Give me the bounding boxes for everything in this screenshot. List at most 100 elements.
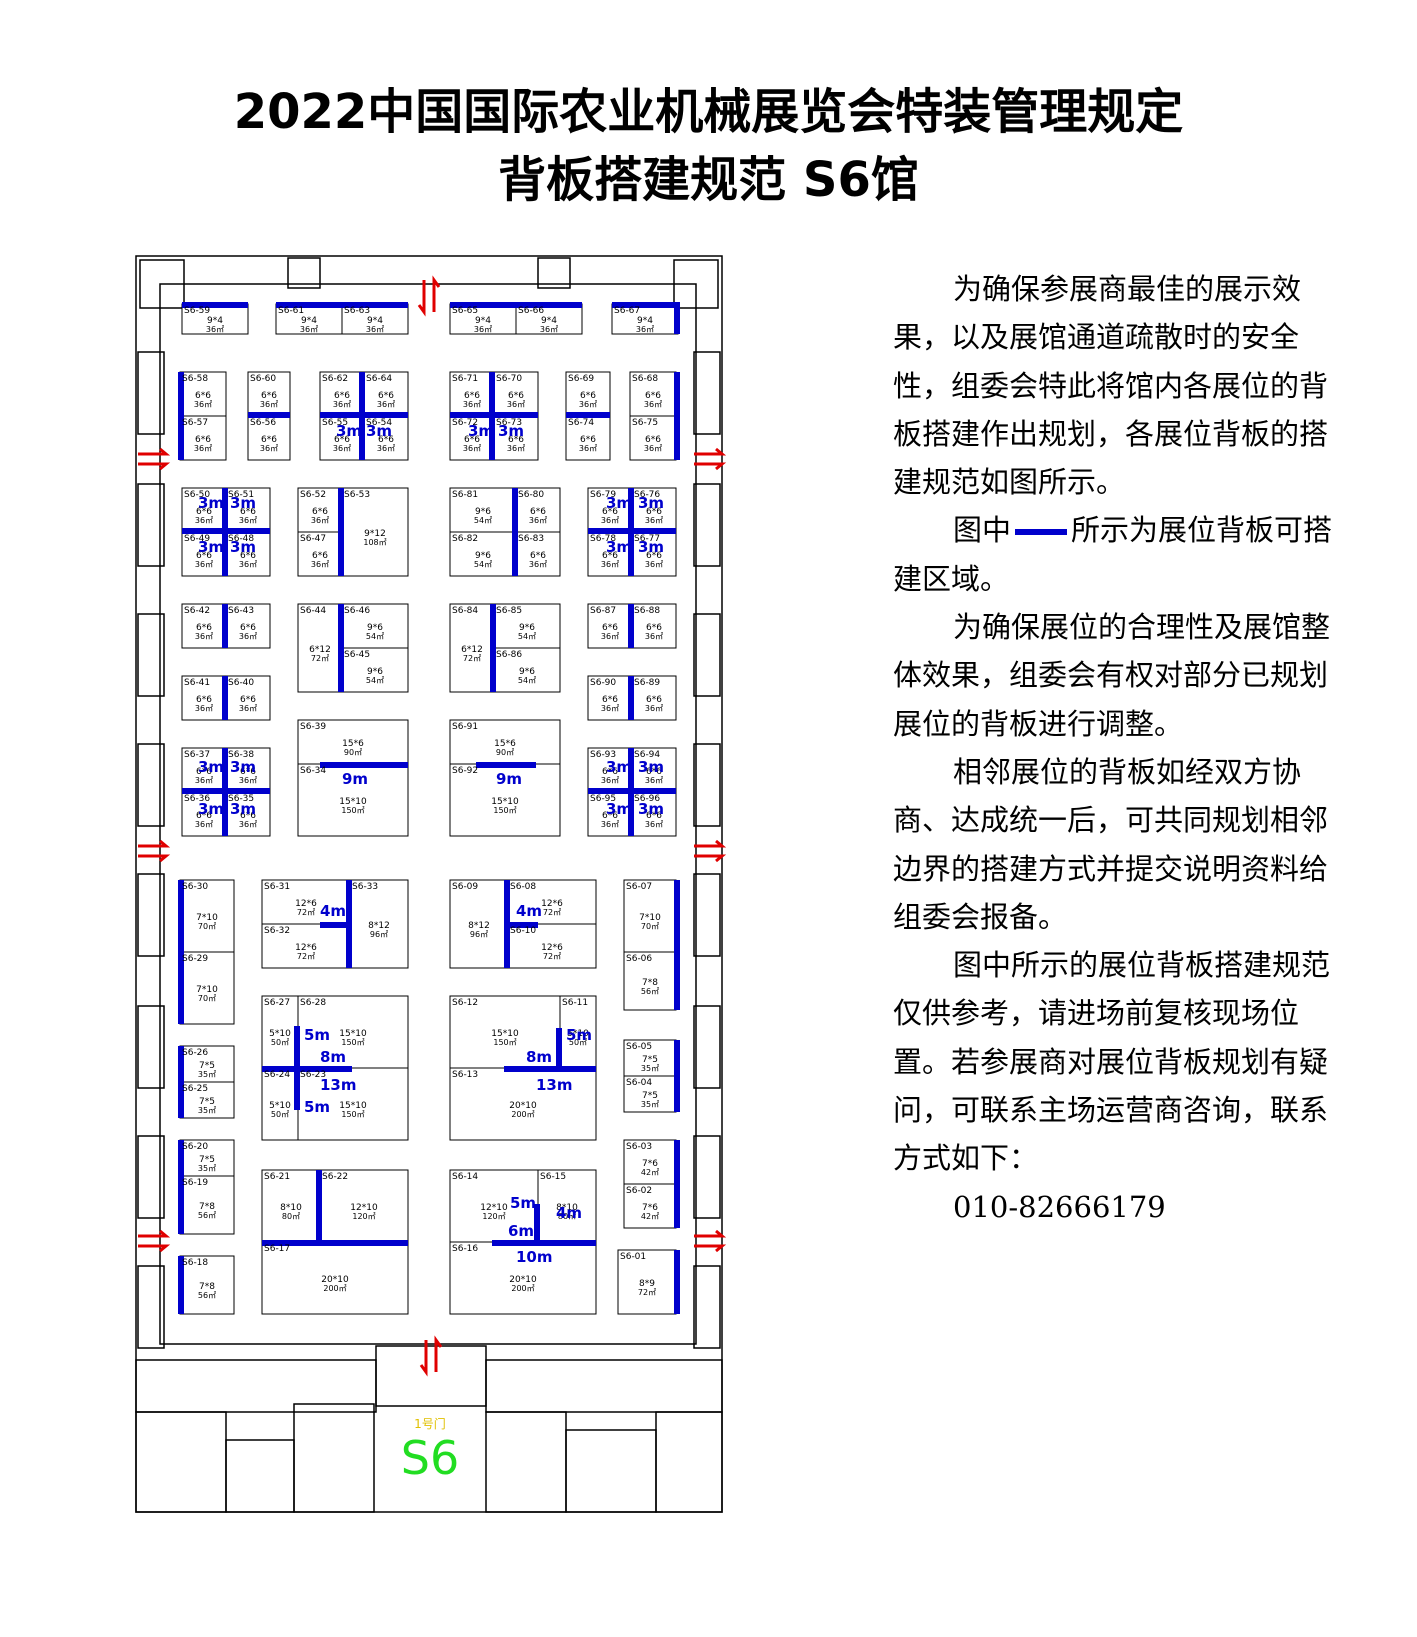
booth-area-label: 36㎡ [239, 820, 257, 829]
booth-size-label: 9*6 [519, 667, 535, 677]
booth-s6-42 [181, 603, 227, 649]
backboard-bar [182, 788, 270, 794]
backboard-bar [674, 880, 680, 1010]
booth-area-label: 36㎡ [579, 444, 597, 453]
booth-size-label: 6*6 [378, 391, 394, 401]
backboard-length-label: 5m [304, 1098, 330, 1116]
exit-arrow [419, 1335, 443, 1377]
east-wall-bay [693, 483, 721, 567]
booth-id-label: S6-73 [496, 418, 522, 428]
booth-area-label: 90㎡ [496, 748, 514, 757]
booth-area-label: 54㎡ [474, 560, 492, 569]
booth-area-label: 54㎡ [474, 516, 492, 525]
backboard-bar [612, 302, 678, 308]
booth-s6-32 [261, 923, 351, 969]
booth-id-label: S6-22 [322, 1172, 348, 1182]
booth-size-label: 8*12 [368, 921, 390, 931]
booth-id-label: S6-44 [300, 606, 326, 616]
booth-area-label: 36㎡ [645, 820, 663, 829]
page-title: 2022中国国际农业机械展览会特装管理规定 [233, 84, 1184, 140]
booth-id-label: S6-29 [182, 954, 208, 964]
service-building-block [485, 1411, 567, 1513]
booth-id-label: S6-06 [626, 954, 652, 964]
booth-size-label: 6*6 [378, 435, 394, 445]
booth-id-label: S6-26 [182, 1048, 208, 1058]
backboard-length-label: 13m [536, 1076, 573, 1094]
booth-size-label: 6*6 [196, 551, 212, 561]
booth-s6-87 [587, 603, 633, 649]
west-wall-bay [137, 873, 165, 957]
booth-size-label: 15*10 [491, 1029, 519, 1039]
booth-area-label: 36㎡ [463, 400, 481, 409]
booth-size-label: 9*6 [475, 507, 491, 517]
booth-size-label: 20*10 [321, 1275, 349, 1285]
booth-id-label: S6-12 [452, 998, 478, 1008]
booth-id-label: S6-49 [184, 534, 210, 544]
booth-size-label: 12*10 [350, 1203, 378, 1213]
booth-size-label: 12*10 [480, 1203, 508, 1213]
booth-id-label: S6-87 [590, 606, 616, 616]
backboard-length-label: 5m [304, 1026, 330, 1044]
booth-area-label: 150㎡ [493, 1038, 516, 1047]
booth-area-label: 36㎡ [474, 325, 492, 334]
booth-area-label: 36㎡ [194, 400, 212, 409]
booth-area-label: 150㎡ [493, 806, 516, 815]
booth-area-label: 54㎡ [518, 676, 536, 685]
backboard-length-label: 5m [566, 1026, 592, 1044]
booth-s6-95 [587, 791, 633, 837]
booth-size-label: 6*6 [580, 435, 596, 445]
north-wall-block [673, 259, 719, 309]
west-wall-bay [137, 1135, 165, 1219]
booth-size-label: 9*4 [367, 316, 383, 326]
backboard-bar [338, 604, 344, 692]
booth-s6-66 [515, 303, 583, 335]
booth-size-label: 12*6 [541, 899, 563, 909]
booth-area-label: 36㎡ [311, 560, 329, 569]
booth-size-label: 9*4 [207, 316, 223, 326]
booth-s6-69 [565, 371, 611, 417]
booth-size-label: 6*6 [240, 695, 256, 705]
booth-id-label: S6-57 [182, 418, 208, 428]
booth-area-label: 200㎡ [511, 1284, 534, 1293]
regulation-para-neighbors: 相邻展位的背板如经双方协商、达成统一后，可共同规划相邻边界的搭建方式并提交说明资… [893, 754, 1329, 934]
booth-s6-31 [261, 879, 351, 925]
booth-size-label: 12*6 [541, 943, 563, 953]
booth-area-label: 72㎡ [311, 654, 329, 663]
booth-id-label: S6-84 [452, 606, 478, 616]
booth-area-label: 70㎡ [641, 922, 659, 931]
backboard-bar [276, 302, 408, 308]
booth-id-label: S6-43 [228, 606, 254, 616]
hall-inner-wall [159, 283, 697, 1345]
booth-label-layer: S6-599*436㎡S6-619*436㎡S6-639*436㎡S6-659*… [182, 306, 664, 1300]
booth-size-label: 15*6 [494, 739, 516, 749]
booth-size-label: 6*6 [646, 811, 662, 821]
booth-s6-25 [179, 1081, 235, 1119]
booth-s6-33 [349, 879, 409, 969]
backboard-length-label: 3m [198, 538, 224, 556]
booth-size-label: 6*6 [240, 551, 256, 561]
booth-size-label: 6*6 [602, 695, 618, 705]
booth-size-label: 6*6 [196, 767, 212, 777]
booth-id-label: S6-60 [250, 374, 276, 384]
booth-area-label: 36㎡ [601, 632, 619, 641]
booth-size-label: 15*6 [342, 739, 364, 749]
backboard-bar [588, 528, 676, 534]
booth-id-label: S6-80 [518, 490, 544, 500]
booth-size-label: 6*6 [530, 507, 546, 517]
booth-size-label: 15*10 [339, 1101, 367, 1111]
booth-size-label: 6*6 [195, 435, 211, 445]
regulation-para-legend: 图中所示为展位背板可搭建区域。 [893, 506, 1353, 603]
booth-id-label: S6-59 [184, 306, 210, 316]
booth-size-label: 9*6 [367, 667, 383, 677]
booth-id-label: S6-46 [344, 606, 370, 616]
service-building-block [375, 1345, 487, 1407]
booth-id-label: S6-42 [184, 606, 210, 616]
booth-area-label: 70㎡ [198, 922, 216, 931]
booth-id-label: S6-02 [626, 1186, 652, 1196]
booth-id-label: S6-23 [300, 1070, 326, 1080]
booth-area-label: 35㎡ [198, 1070, 216, 1079]
booth-id-label: S6-38 [228, 750, 254, 760]
backboard-length-label: 5m [510, 1194, 536, 1212]
booth-area-label: 90㎡ [344, 748, 362, 757]
west-wall-bay [137, 1265, 165, 1349]
